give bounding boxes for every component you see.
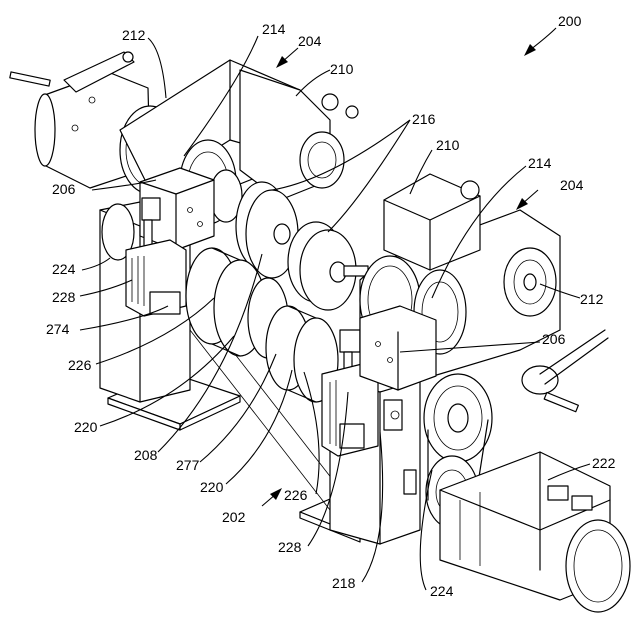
label-228-lower: 228 [278,539,302,555]
label-218: 218 [332,575,356,591]
label-220-left: 220 [74,419,98,435]
label-220-lower: 220 [200,479,224,495]
label-214-left: 214 [262,21,286,37]
label-202: 202 [222,509,246,525]
label-228-left: 228 [52,289,76,305]
upper-roller-right [288,222,368,310]
label-226-left: 226 [68,357,92,373]
label-224-left: 224 [52,261,76,277]
label-208: 208 [134,447,158,463]
label-204-left: 204 [298,33,322,49]
label-222: 222 [592,455,616,471]
label-210-right: 210 [436,137,460,153]
label-212-right: 212 [580,291,604,307]
label-216: 216 [412,111,436,127]
label-226-lower: 226 [284,487,308,503]
label-200: 200 [558,13,582,29]
upper-right-motor-assembly [360,174,608,412]
label-277: 277 [176,457,200,473]
label-274: 274 [46,321,70,337]
label-206-right: 206 [542,331,566,347]
label-224-lower: 224 [430,583,454,599]
label-206-left: 206 [52,181,76,197]
label-214-right: 214 [528,155,552,171]
label-212-left: 212 [122,27,146,43]
label-210-left: 210 [330,61,354,77]
label-204-right: 204 [560,177,584,193]
